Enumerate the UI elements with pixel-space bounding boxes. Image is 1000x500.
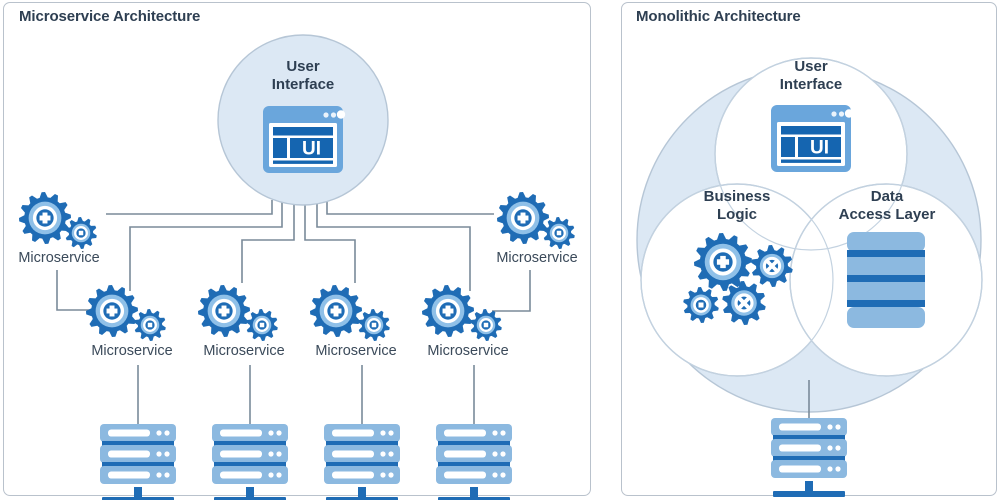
label-microservice-left: Microservice — [18, 250, 100, 266]
hub-label-line1: User — [286, 58, 320, 75]
mono-ui-line2: Interface — [779, 75, 843, 93]
gears-icon-microservice-row2-3 — [310, 285, 390, 341]
label-microservice-row2-2: Microservice — [203, 343, 285, 359]
label-monolith-user-interface: User Interface — [746, 58, 876, 93]
connector-lines-microservice — [56, 200, 531, 424]
stacked-layers-icon — [847, 232, 925, 328]
gears-icon-microservice-right — [497, 192, 575, 249]
server-rack-icon — [212, 424, 288, 500]
server-rack-icon — [436, 424, 512, 500]
label-monolith-data-access-layer: Data Access Layer — [826, 188, 948, 223]
gears-icon-microservice-row2-2 — [198, 285, 278, 341]
label-microservice-row2-3: Microservice — [315, 343, 397, 359]
server-rack-icon — [324, 424, 400, 500]
gears-icon-microservice-row2-1 — [86, 285, 166, 341]
gears-cluster-icon — [683, 233, 793, 325]
hub-label-user-interface: User Interface — [238, 58, 368, 93]
mono-dal-line1: Data — [870, 188, 904, 205]
server-rack-icon — [771, 418, 847, 497]
label-microservice-row2-1: Microservice — [91, 343, 173, 359]
svg-text:UI: UI — [810, 138, 829, 159]
ui-browser-window-icon: UI — [771, 105, 854, 172]
gears-icon-microservice-row2-4 — [422, 285, 502, 341]
gears-icon-microservice-left — [19, 192, 97, 249]
label-microservice-right: Microservice — [496, 250, 578, 266]
mono-dal-line2: Access Layer — [838, 205, 936, 223]
svg-text:UI: UI — [302, 139, 321, 160]
monolith-venn — [636, 57, 983, 413]
label-monolith-business-logic: Business Logic — [677, 188, 797, 223]
ui-browser-window-icon: UI — [263, 106, 346, 173]
mono-bl-line2: Logic — [717, 205, 757, 223]
server-rack-icon — [100, 424, 176, 500]
label-microservice-row2-4: Microservice — [427, 343, 509, 359]
mono-ui-line1: User — [794, 58, 828, 75]
panel-title-monolithic: Monolithic Architecture — [636, 8, 801, 25]
mono-bl-line1: Business — [703, 188, 771, 205]
panel-title-microservice: Microservice Architecture — [19, 8, 201, 25]
hub-label-line2: Interface — [271, 75, 335, 93]
